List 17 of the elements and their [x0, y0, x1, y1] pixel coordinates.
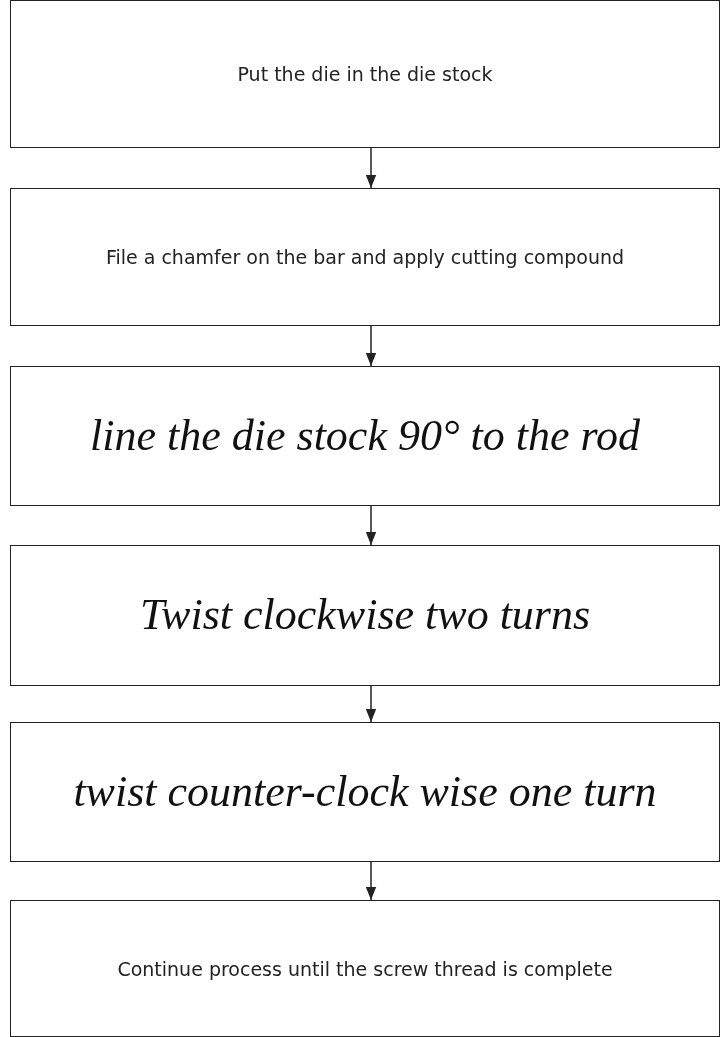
handwritten-text: line the die stock 90° to the rod [89, 412, 641, 460]
process-box [10, 188, 720, 326]
arrow [365, 685, 377, 723]
arrow [365, 861, 377, 901]
arrow [365, 147, 377, 189]
handwritten-text: twist counter-clock wise one turn [72, 768, 658, 816]
arrow [365, 505, 377, 546]
process-box [10, 0, 720, 148]
process-box [10, 900, 720, 1037]
process-box [10, 545, 720, 686]
step-text: Continue process until the screw thread is complete [116, 957, 614, 980]
step-text: Put the die in the die stock [236, 63, 494, 85]
process-box [10, 366, 720, 506]
handwritten-text: Twist clockwise two turns [138, 592, 592, 639]
process-box [10, 722, 720, 862]
arrow [365, 325, 377, 367]
step-text: File a chamfer on the bar and apply cutting compound [104, 246, 626, 268]
